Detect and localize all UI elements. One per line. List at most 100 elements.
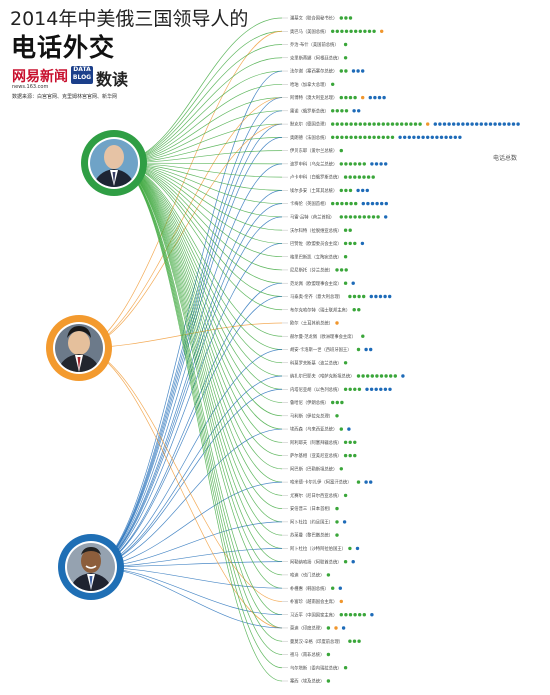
call-dot-putin	[339, 69, 343, 73]
call-dot-putin	[384, 374, 388, 378]
call-dot-obama	[368, 95, 372, 100]
call-line-obama	[90, 70, 283, 568]
call-dot-obama	[361, 188, 365, 193]
call-dot-obama	[465, 122, 470, 126]
legend-total-calls: 电话总数	[493, 154, 517, 162]
leader-label: 伊贝东耶（爱尔兰总统）	[290, 147, 337, 154]
leader-labels: 潘基文（联合国秘书长）奥巴马（美国总统）乔治·布什（美国前总统）克里斯蒂娜（阿根…	[282, 15, 356, 685]
call-dot-obama	[401, 374, 405, 378]
call-dot-putin	[331, 201, 335, 206]
call-dot-obama	[433, 122, 437, 126]
call-dot-putin	[367, 215, 371, 219]
call-line-putin	[113, 17, 283, 164]
call-dot-putin	[356, 480, 361, 484]
call-dot-putin	[339, 427, 343, 431]
call-dot-obama	[379, 162, 383, 166]
leader-label: 法尔谢（塞西塞尔总统）	[290, 68, 337, 75]
call-dot-obama	[384, 201, 388, 206]
call-dot-putin	[335, 520, 339, 524]
leader-label: 莫迪（印度总理）	[290, 625, 324, 632]
leader-label: 卡梅伦（英国首相）	[290, 200, 329, 207]
call-dot-obama	[498, 122, 502, 126]
call-dot-putin	[339, 16, 343, 20]
call-dot-obama	[403, 135, 407, 139]
leader-label: 阿卜杜拉（沙特阿拉伯国王）	[290, 545, 346, 552]
call-dot-putin	[386, 122, 390, 126]
call-dot-putin	[413, 122, 418, 126]
call-dot-putin	[335, 29, 339, 33]
call-dot-putin	[358, 29, 362, 33]
call-dot-putin	[344, 268, 348, 272]
call-dot-putin	[339, 188, 343, 193]
call-dot-obama	[447, 122, 451, 126]
call-dot-putin	[339, 268, 344, 272]
call-dot-putin	[356, 347, 361, 352]
call-dot-putin	[343, 281, 348, 285]
call-line-putin	[113, 162, 283, 589]
call-dot-obama	[373, 95, 377, 100]
call-dot-putin	[362, 294, 366, 299]
leader-label: 朴富珍（越南国会主席）	[290, 598, 337, 605]
call-dot-obama	[369, 387, 374, 391]
leader-label: 阿卜杜拉（约旦国王）	[290, 518, 333, 525]
call-dot-putin	[326, 573, 331, 577]
call-dot-obama	[369, 294, 373, 299]
call-dot-obama	[374, 294, 378, 299]
call-dot-putin	[393, 374, 397, 378]
call-dot-putin	[331, 135, 335, 139]
call-dot-putin	[331, 122, 335, 126]
call-dot-putin	[353, 175, 357, 179]
call-dot-putin	[339, 613, 343, 617]
data-blog-badge-icon: DATA BLOG	[71, 66, 93, 84]
call-dot-putin	[344, 188, 348, 193]
call-dot-putin	[370, 374, 374, 378]
leader-label: 巴赞佐（欧盟委员会主席）	[290, 240, 342, 247]
leader-label: 乔治·布什（美国前总统）	[290, 41, 339, 48]
call-dot-putin	[344, 69, 348, 73]
call-dot-obama	[347, 427, 351, 431]
call-line-obama	[90, 203, 283, 568]
call-dot-obama	[370, 613, 374, 617]
call-dot-obama	[378, 294, 383, 299]
call-dot-putin	[353, 241, 357, 246]
leader-label: 范龙佩（欧盟理事会主席）	[290, 280, 342, 287]
call-line-putin	[113, 162, 283, 629]
call-dot-putin	[367, 135, 372, 139]
putin-portrait	[81, 130, 147, 196]
call-dot-obama	[388, 387, 392, 391]
call-dot-putin	[343, 241, 348, 246]
call-dot-putin	[339, 95, 343, 100]
call-dot-obama	[356, 69, 360, 73]
call-dot-xi	[380, 29, 384, 33]
call-dot-obama	[452, 122, 456, 126]
brand-url: news.163.com	[12, 84, 49, 90]
call-dot-putin	[343, 453, 348, 458]
call-dot-putin	[354, 29, 358, 33]
call-dot-obama	[458, 135, 462, 139]
call-dot-putin	[349, 122, 353, 126]
call-dot-putin	[353, 440, 357, 444]
call-dot-putin	[418, 122, 422, 126]
call-line-obama	[90, 243, 283, 568]
call-dot-putin	[348, 440, 352, 444]
leader-label: 曼莫汉·辛格（印度前总理）	[290, 638, 343, 645]
call-dot-obama	[516, 122, 520, 126]
call-dot-putin	[348, 294, 352, 299]
call-dot-putin	[349, 29, 353, 33]
call-dot-obama	[377, 95, 382, 100]
leader-label: 埃尔多安（土耳其总统）	[290, 187, 337, 194]
page-subtitle: 2014年中美俄三国领导人的	[10, 8, 249, 30]
leader-label: 祖马（南非总统）	[290, 651, 324, 658]
call-dot-putin	[362, 175, 366, 179]
call-dot-putin	[353, 613, 357, 617]
call-dot-putin	[343, 493, 348, 498]
call-dot-putin	[343, 387, 348, 391]
call-dot-obama	[341, 626, 346, 630]
call-dot-putin	[331, 29, 335, 33]
call-dot-putin	[331, 400, 335, 405]
call-dot-putin	[362, 162, 366, 166]
call-dot-putin	[357, 308, 361, 312]
call-dot-putin	[353, 162, 357, 166]
call-dot-obama	[384, 215, 388, 219]
call-dot-obama	[342, 520, 347, 524]
